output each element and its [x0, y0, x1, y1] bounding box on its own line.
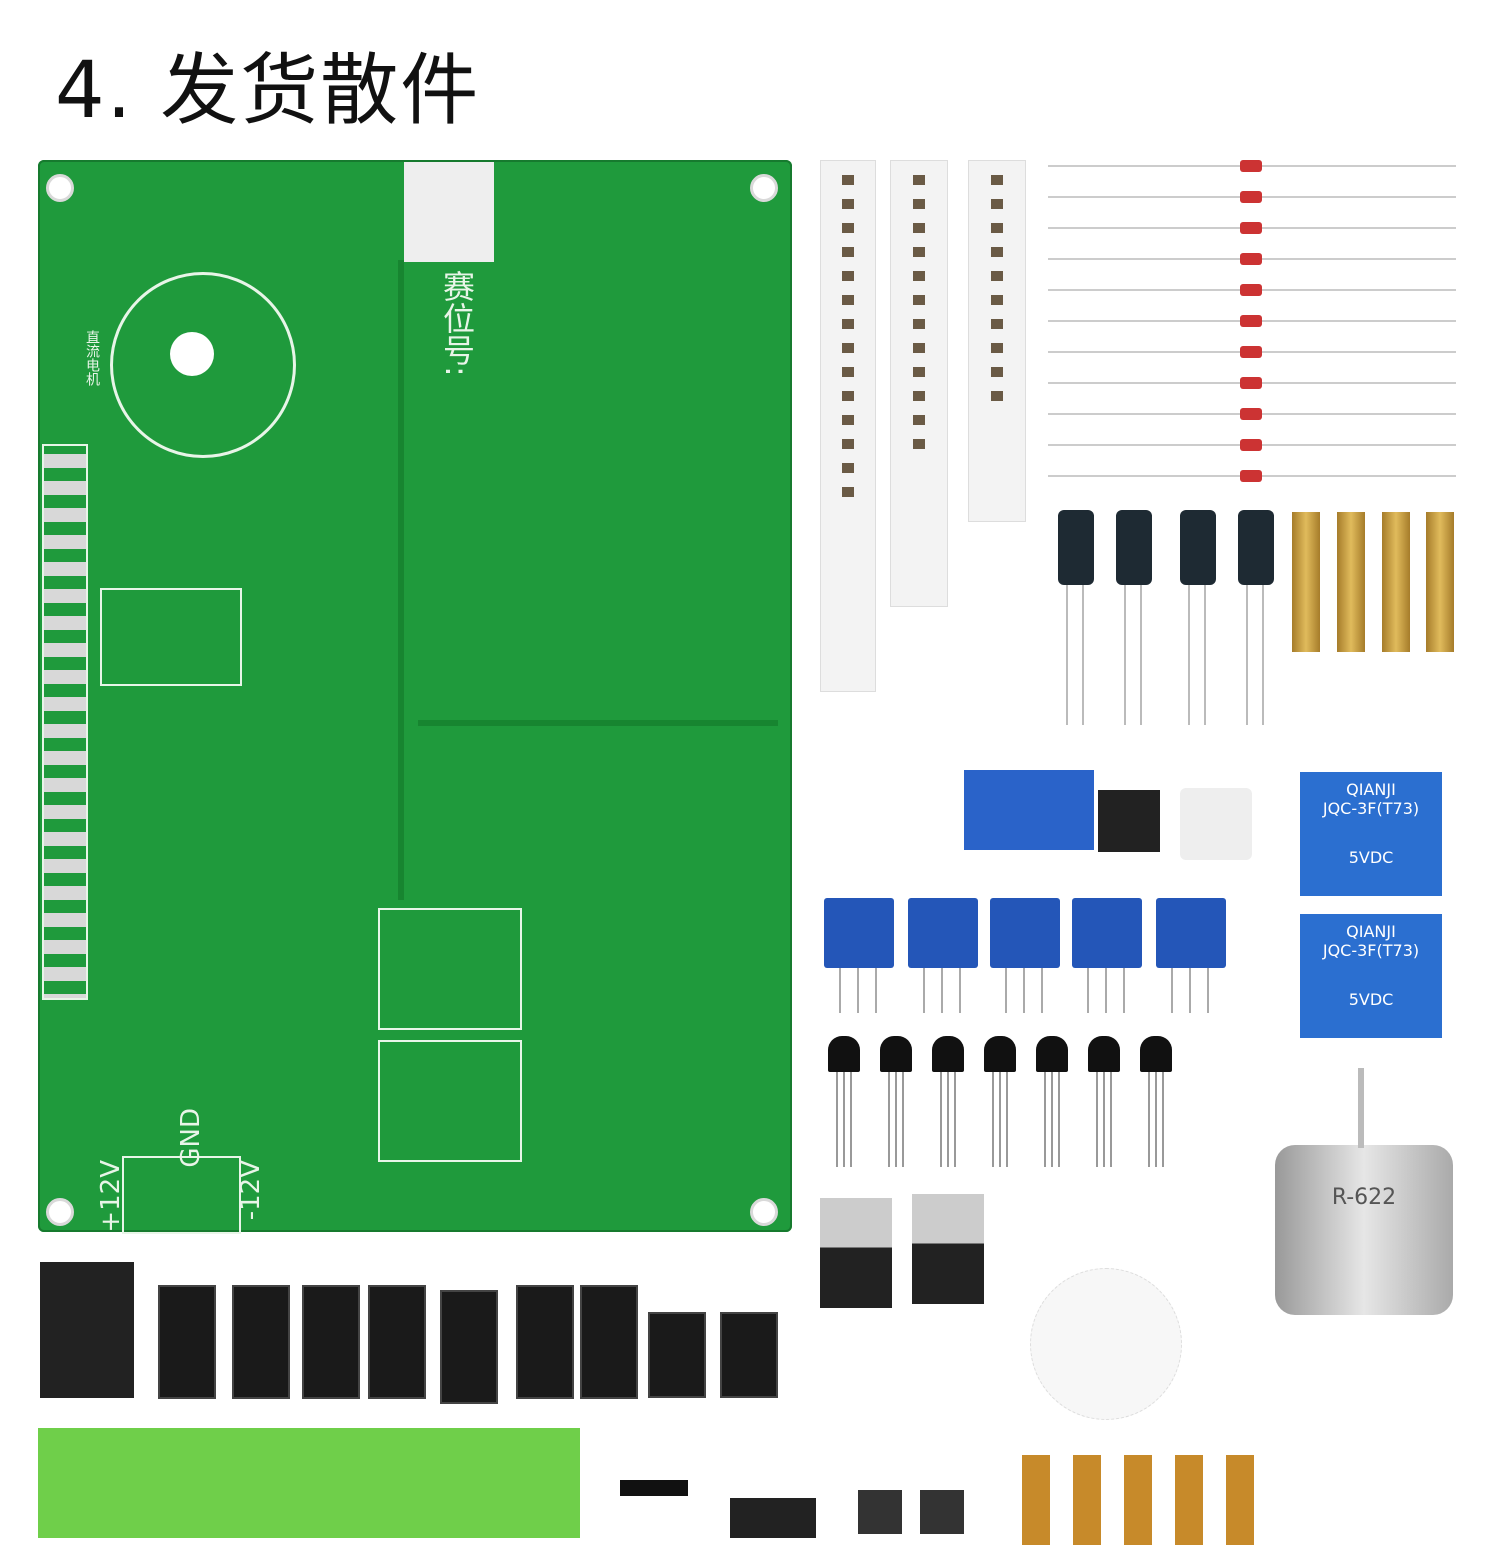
screw-terminal: [964, 770, 1094, 850]
ic-chip: [232, 1285, 290, 1399]
transistor: [880, 1036, 912, 1167]
smd-reel: [968, 160, 1026, 522]
trimmer-potentiometer: [1072, 898, 1142, 1013]
led-footprint: [100, 588, 242, 686]
relay-brand: QIANJI: [1346, 780, 1396, 799]
trace: [398, 260, 404, 900]
ic-chip: [648, 1312, 706, 1398]
dc-motor: R-622: [1275, 1145, 1453, 1315]
ic-chip: [516, 1285, 574, 1399]
diode: [1048, 222, 1456, 234]
rotary-switch: [1180, 788, 1252, 860]
motor-text: R-622: [1331, 1185, 1397, 1210]
label-gnd: GND: [176, 1108, 206, 1168]
motor-label: 直流电机: [84, 330, 100, 386]
tactile-button: [920, 1490, 964, 1534]
transistor: [984, 1036, 1016, 1167]
diode: [1048, 160, 1456, 172]
trimmer-potentiometer: [1156, 898, 1226, 1013]
label-pad: [404, 162, 494, 262]
diode: [1048, 470, 1456, 482]
diode: [1048, 315, 1456, 327]
smd-reel: [890, 160, 948, 607]
transistor: [932, 1036, 964, 1167]
diode: [1048, 377, 1456, 389]
brass-standoff: [1292, 512, 1320, 652]
connector-jp1: [42, 444, 88, 1000]
electrolytic-capacitor: [1058, 510, 1094, 725]
diode: [1048, 284, 1456, 296]
trimmer-potentiometer: [908, 898, 978, 1013]
relay-rating: 5VDC: [1348, 848, 1394, 867]
brass-standoff: [1337, 512, 1365, 652]
pluggable-terminal-block: [38, 1428, 580, 1538]
test-points: [1022, 1455, 1262, 1545]
diode: [1048, 346, 1456, 358]
ic-chip: [580, 1285, 638, 1399]
brass-standoff: [1382, 512, 1410, 652]
mount-hole: [46, 1198, 74, 1226]
push-switch: [1098, 790, 1160, 852]
seat-label: 赛位号:: [438, 270, 476, 377]
transistor: [1036, 1036, 1068, 1167]
mount-hole: [750, 1198, 778, 1226]
page-title: 4. 发货散件: [55, 46, 481, 136]
relay-brand: QIANJI: [1346, 922, 1396, 941]
diode: [1048, 408, 1456, 420]
diode: [1048, 439, 1456, 451]
label-minus12v: -12V: [236, 1160, 266, 1221]
relay-rating: 5VDC: [1348, 990, 1394, 1009]
brass-standoff: [1426, 512, 1454, 652]
diode: [1048, 191, 1456, 203]
motor-hole: [170, 332, 214, 376]
seven-segment-display: [40, 1262, 134, 1398]
motor-footprint: [110, 272, 296, 458]
voltage-regulator: [820, 1198, 892, 1308]
electrolytic-capacitor: [1116, 510, 1152, 725]
ic-chip: [302, 1285, 360, 1399]
smd-reel: [820, 160, 876, 692]
transistor: [1088, 1036, 1120, 1167]
relay-model: JQC-3F(T73): [1322, 941, 1420, 960]
relay-model: JQC-3F(T73): [1322, 799, 1420, 818]
diode: [1048, 253, 1456, 265]
pin-header: [620, 1480, 688, 1496]
jumper-caps: [730, 1498, 816, 1538]
voltage-regulator: [912, 1194, 984, 1304]
ic-chip: [720, 1312, 778, 1398]
power-terminal-footprint: [122, 1156, 241, 1234]
mount-hole: [46, 174, 74, 202]
ic-chip: [158, 1285, 216, 1399]
relay-k1-footprint: [378, 908, 522, 1030]
pcb-board: 赛位号: 直流电机 +12V GND -12V: [38, 160, 792, 1234]
ic-chip: [440, 1290, 498, 1404]
trimmer-potentiometer: [824, 898, 894, 1013]
trace: [418, 720, 778, 726]
electrolytic-capacitor: [1238, 510, 1274, 725]
motor-shaft: [1358, 1068, 1364, 1148]
transistor: [1140, 1036, 1172, 1167]
tactile-button: [858, 1490, 902, 1534]
trimmer-potentiometer: [990, 898, 1060, 1013]
gear: [1030, 1268, 1182, 1420]
label-plus12v: +12V: [96, 1160, 126, 1233]
ic-chip: [368, 1285, 426, 1399]
electrolytic-capacitor: [1180, 510, 1216, 725]
mount-hole: [750, 174, 778, 202]
relay-k2-footprint: [378, 1040, 522, 1162]
transistor: [828, 1036, 860, 1167]
